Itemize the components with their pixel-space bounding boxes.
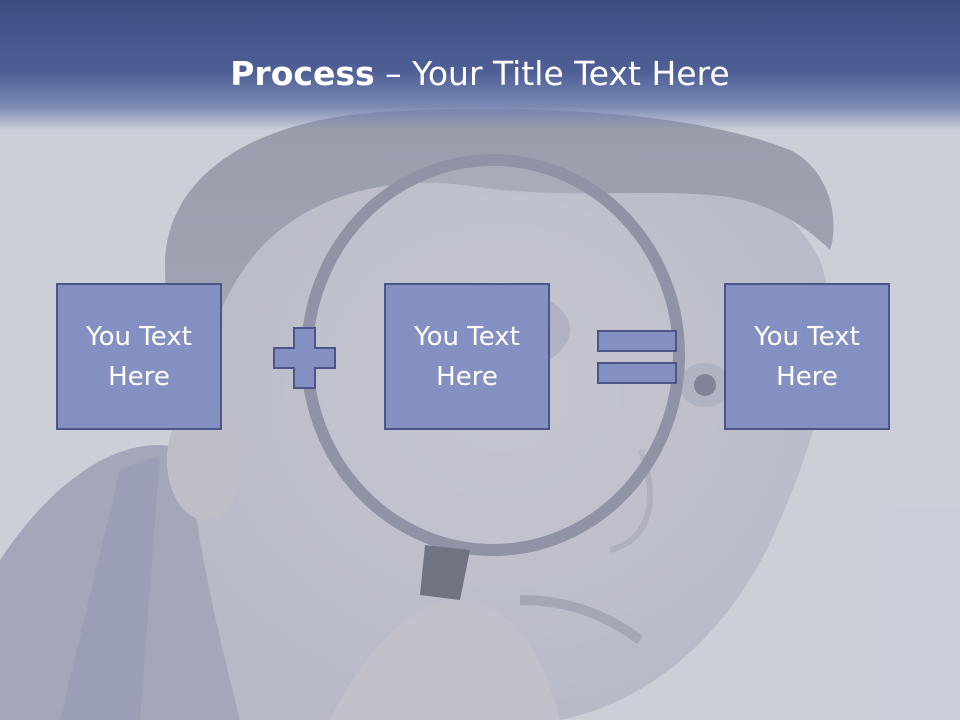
plus-icon xyxy=(273,327,336,389)
process-box-2: You Text Here xyxy=(384,283,550,430)
title-bold: Process xyxy=(230,54,375,93)
process-box-1-text: You Text Here xyxy=(86,321,192,392)
process-box-3: You Text Here xyxy=(724,283,890,430)
process-box-3-text: You Text Here xyxy=(754,321,860,392)
title-rest: – Your Title Text Here xyxy=(374,54,730,93)
equals-icon xyxy=(597,330,677,384)
process-box-1: You Text Here xyxy=(56,283,222,430)
process-box-2-text: You Text Here xyxy=(414,321,520,392)
slide-title: Process – Your Title Text Here xyxy=(0,52,960,96)
title-band xyxy=(0,0,960,130)
